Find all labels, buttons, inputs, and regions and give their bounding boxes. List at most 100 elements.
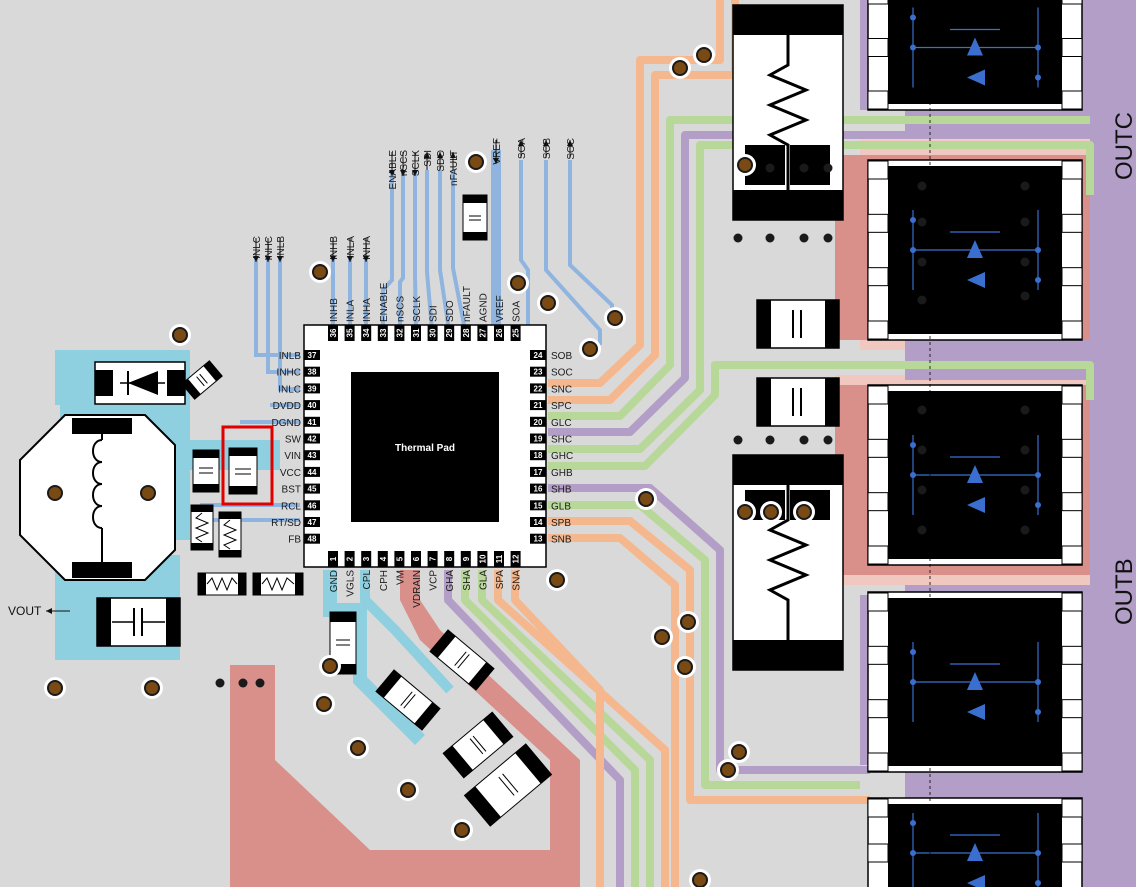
output-label-c: OUTC [1111, 112, 1136, 180]
via [917, 525, 927, 535]
signal-label-inha: INHA [362, 236, 373, 262]
via [1020, 405, 1030, 415]
pin-number: 7 [429, 556, 438, 561]
ic-pin-41: 41 DGND [272, 416, 320, 429]
pin-number: 34 [362, 328, 371, 337]
pin-number: 20 [534, 418, 543, 427]
signal-label-enable: ENABLE [388, 150, 399, 190]
via [137, 482, 159, 504]
pin-number: 21 [534, 401, 543, 410]
pin-name: DGND [272, 418, 301, 429]
pin-name: INHC [277, 368, 301, 379]
signal-label-text: INHB [329, 236, 340, 260]
signal-label-vref: VREF [492, 138, 503, 165]
pin-name: VM [395, 570, 406, 585]
pin-name: VDRAIN [412, 570, 423, 608]
pin-name: GLB [551, 501, 571, 512]
pin-name: SDI [429, 305, 440, 322]
via [313, 693, 335, 715]
pin-name: SCLK [412, 296, 423, 322]
pin-name: AGND [478, 293, 489, 322]
via [1020, 257, 1030, 267]
pin-number: 36 [329, 328, 338, 337]
vout-label: VOUT [8, 604, 70, 618]
pin-number: 11 [495, 554, 504, 563]
via [141, 677, 163, 699]
pin-name: SOB [551, 351, 572, 362]
signal-label-inhb: INHB [329, 236, 340, 262]
pin-name: RCL [281, 501, 301, 512]
pin-number: 9 [462, 556, 471, 561]
pin-name: RT/SD [271, 518, 301, 529]
via [579, 338, 601, 360]
signal-label-sdo: SDO [436, 150, 447, 172]
ic-bottom-pins: 1GND2VGLS3CPL4CPH5VM6VDRAIN7VCP8GHA9SHA1… [328, 551, 523, 608]
via [1020, 485, 1030, 495]
pin-name: GHA [445, 570, 456, 592]
pin-name: DVDD [273, 401, 301, 412]
pin-name: INLA [346, 299, 357, 322]
via [347, 737, 369, 759]
pin-number: 43 [308, 451, 317, 460]
small-capacitors [181, 194, 553, 827]
signal-label-text: INLB [276, 236, 287, 259]
ic-pin-32: 32 nSCS [394, 296, 406, 341]
signal-label-text: SOB [542, 138, 553, 159]
via [465, 151, 487, 173]
pin-name: INLB [279, 351, 302, 362]
signal-label-soc: SOC [566, 138, 577, 160]
ic-pin-35: 35 INLA [344, 299, 357, 341]
via [799, 163, 809, 173]
vout-text: VOUT [8, 604, 42, 618]
via [717, 759, 739, 781]
highlight-box [221, 425, 274, 506]
pin-number: 5 [395, 556, 404, 561]
via [397, 779, 419, 801]
pin-number: 4 [379, 556, 388, 561]
via [917, 485, 927, 495]
via [765, 233, 775, 243]
pin-name: SHC [551, 435, 572, 446]
pin-name: SW [285, 435, 302, 446]
mosfet-c-low [867, 0, 1083, 111]
pin-number: 27 [478, 328, 487, 337]
ic-pin-27: 27 AGND [477, 293, 489, 341]
pin-number: 42 [308, 435, 317, 444]
pin-number: 6 [412, 556, 421, 561]
pin-number: 41 [308, 418, 317, 427]
signal-label-text: SDI [423, 150, 434, 167]
pin-number: 48 [308, 535, 317, 544]
pin-number: 18 [534, 451, 543, 460]
via [799, 233, 809, 243]
pin-name: SDO [445, 300, 456, 322]
via [765, 435, 775, 445]
via [319, 655, 341, 677]
pin-number: 25 [512, 328, 521, 337]
shunt-resistor-b [732, 454, 844, 671]
signal-label-nfault: nFAULT [449, 150, 460, 186]
via [823, 233, 833, 243]
via [169, 324, 191, 346]
pin-number: 14 [534, 518, 543, 527]
via [537, 292, 559, 314]
pin-name: nSCS [395, 296, 406, 322]
pin-number: 32 [395, 328, 404, 337]
bulk-capacitors [756, 299, 840, 427]
signal-label-text: INHA [362, 236, 373, 260]
via [1020, 445, 1030, 455]
via [669, 57, 691, 79]
via [689, 869, 711, 887]
pin-number: 35 [346, 328, 355, 337]
pin-number: 16 [534, 485, 543, 494]
signal-label-nscs: nSCS [399, 150, 410, 176]
